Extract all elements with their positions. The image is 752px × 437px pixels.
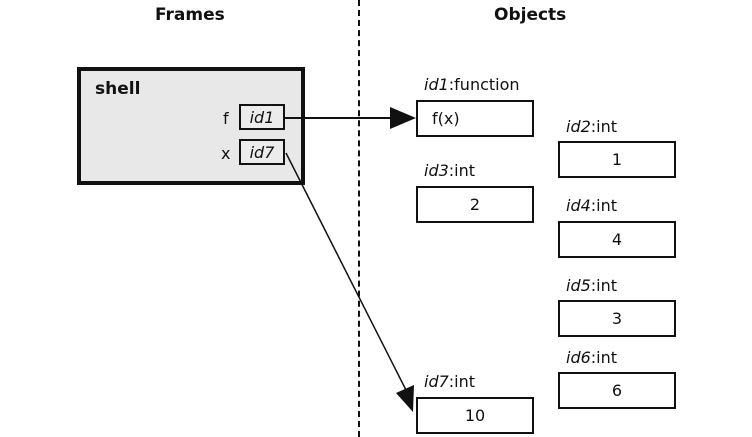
- frame-name: shell: [95, 79, 141, 99]
- var-name-f: f: [223, 109, 229, 128]
- object-label-id4: id4:int: [566, 196, 617, 215]
- object-type: :int: [590, 276, 618, 295]
- object-type: :int: [590, 196, 618, 215]
- object-box-id7: 10: [416, 397, 534, 434]
- object-type: :int: [448, 161, 476, 180]
- object-id: id5: [566, 276, 591, 295]
- frames-objects-divider: [358, 0, 360, 437]
- object-id: id2: [566, 117, 591, 136]
- object-id: id7: [424, 372, 449, 391]
- arrow-x-to-id7: [285, 152, 408, 393]
- object-box-id6: 6: [558, 372, 676, 409]
- arrowhead-id7: [396, 385, 414, 412]
- var-name-x: x: [221, 144, 231, 163]
- object-type: :int: [590, 348, 618, 367]
- object-box-id1: f(x): [416, 100, 534, 137]
- object-type: :int: [590, 117, 618, 136]
- var-x-ref: id7: [239, 139, 285, 165]
- arrowhead-id1: [390, 107, 416, 129]
- object-id: id6: [566, 348, 591, 367]
- object-box-id4: 4: [558, 221, 676, 258]
- object-label-id3: id3:int: [424, 161, 475, 180]
- object-id: id3: [424, 161, 449, 180]
- object-box-id5: 3: [558, 300, 676, 337]
- object-label-id5: id5:int: [566, 276, 617, 295]
- object-label-id2: id2:int: [566, 117, 617, 136]
- object-label-id1: id1:function: [424, 75, 520, 94]
- object-box-id2: 1: [558, 141, 676, 178]
- object-type: :function: [448, 75, 520, 94]
- object-id: id4: [566, 196, 591, 215]
- object-type: :int: [448, 372, 476, 391]
- objects-heading: Objects: [494, 5, 567, 25]
- object-label-id6: id6:int: [566, 348, 617, 367]
- object-label-id7: id7:int: [424, 372, 475, 391]
- object-id: id1: [424, 75, 449, 94]
- object-box-id3: 2: [416, 186, 534, 223]
- frames-heading: Frames: [155, 5, 225, 25]
